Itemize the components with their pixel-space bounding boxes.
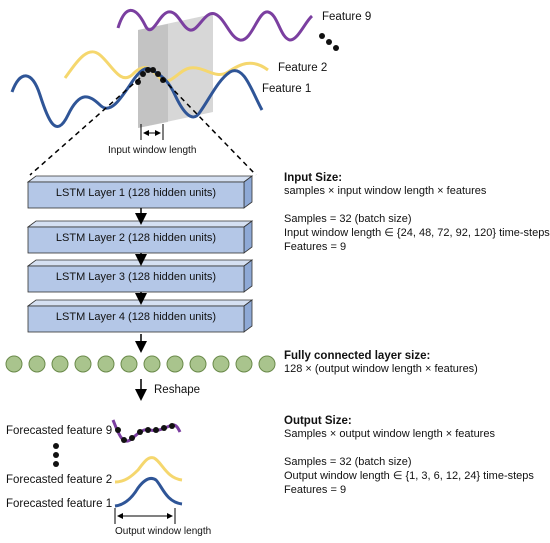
fc-node xyxy=(28,355,46,373)
feature-1-curve xyxy=(10,67,264,128)
feature-9-label: Feature 9 xyxy=(322,11,372,23)
fc-node xyxy=(235,355,253,373)
forecast-feature-9-label: Forecasted feature 9 xyxy=(6,425,113,437)
output-size-panel: Output Size: Samples × output window len… xyxy=(284,415,534,497)
fc-size-formula: 128 × (output window length × features) xyxy=(284,363,478,375)
lstm-layer-1-block xyxy=(26,175,254,209)
feature-ellipsis-dots xyxy=(319,33,339,51)
funnel-line-right xyxy=(161,77,257,176)
forecast-feature-2-curve xyxy=(114,456,183,484)
output-window-length-label: Output window length xyxy=(115,526,212,537)
fc-node xyxy=(97,355,115,373)
lstm-layer-4-label: LSTM Layer 4 (128 hidden units) xyxy=(55,311,217,323)
funnel-line-left xyxy=(29,77,141,176)
forecast-feature-1-label: Forecasted feature 1 xyxy=(6,498,113,510)
output-features: Features = 9 xyxy=(284,484,347,496)
input-features: Features = 9 xyxy=(284,241,347,253)
input-size-formula: samples × input window length × features xyxy=(284,185,487,197)
forecast-feature-1-curve xyxy=(114,476,183,508)
fc-node xyxy=(5,355,23,373)
feature-2-label: Feature 2 xyxy=(278,62,328,74)
feature-1-label: Feature 1 xyxy=(262,83,312,95)
fc-node xyxy=(74,355,92,373)
fc-node xyxy=(166,355,184,373)
fc-node xyxy=(258,355,276,373)
forecast-feature-9-dots xyxy=(115,423,175,443)
fc-node xyxy=(143,355,161,373)
fc-size-title: Fully connected layer size: xyxy=(284,350,431,362)
fc-size-panel: Fully connected layer size: 128 × (outpu… xyxy=(284,350,478,376)
reshape-label: Reshape xyxy=(154,384,201,396)
lstm-layer-2-label: LSTM Layer 2 (128 hidden units) xyxy=(55,232,217,244)
fc-node xyxy=(189,355,207,373)
fc-node xyxy=(120,355,138,373)
input-window-dots xyxy=(135,67,166,85)
fc-node xyxy=(51,355,69,373)
forecast-ellipsis-dots xyxy=(53,443,59,467)
fc-node xyxy=(212,355,230,373)
output-size-title: Output Size: xyxy=(284,415,352,427)
output-size-formula: Samples × output window length × feature… xyxy=(284,428,495,440)
input-window-options: Input window length ∈ {24, 48, 72, 92, 1… xyxy=(284,227,550,239)
lstm-layer-1-label: LSTM Layer 1 (128 hidden units) xyxy=(55,187,217,199)
output-samples: Samples = 32 (batch size) xyxy=(284,456,412,468)
fully-connected-nodes xyxy=(5,355,276,373)
lstm-layer-3-label: LSTM Layer 3 (128 hidden units) xyxy=(55,271,217,283)
lstm-layer-2-block xyxy=(26,220,254,254)
input-size-panel: Input Size: samples × input window lengt… xyxy=(284,172,550,254)
input-size-title: Input Size: xyxy=(284,172,343,184)
feature-9-curve xyxy=(116,8,314,42)
output-window-options: Output window length ∈ {1, 3, 6, 12, 24}… xyxy=(284,470,534,482)
forecast-feature-2-label: Forecasted feature 2 xyxy=(6,474,113,486)
input-window-length-label: Input window length xyxy=(108,145,197,156)
input-samples: Samples = 32 (batch size) xyxy=(284,213,412,225)
